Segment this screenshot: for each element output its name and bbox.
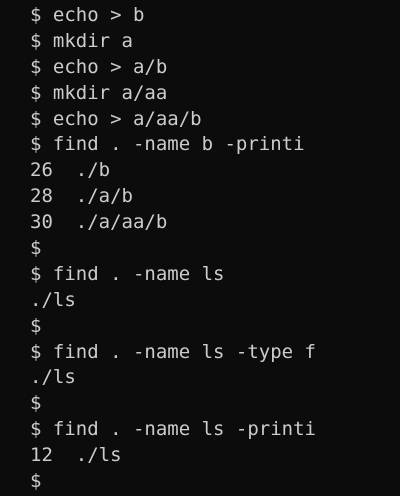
- terminal-line: $ echo > b: [30, 4, 145, 26]
- terminal-current-prompt[interactable]: $: [30, 470, 42, 493]
- terminal-line: $ find . -name ls -type f: [30, 340, 316, 363]
- terminal-output-line: 28 ./a/b: [30, 185, 133, 208]
- terminal-output-line: 12 ./ls: [30, 444, 122, 467]
- terminal-prompt-line: $: [30, 314, 42, 337]
- terminal-line: $ find . -name ls: [30, 262, 225, 285]
- terminal-line: $ find . -name b -printi: [30, 133, 305, 156]
- terminal-line: $ mkdir a: [30, 29, 133, 52]
- terminal-output-line: 30 ./a/aa/b: [30, 211, 168, 234]
- terminal-line: $ echo > a/aa/b: [30, 107, 202, 130]
- terminal-line: $ find . -name ls -printi: [30, 418, 316, 441]
- terminal-line: $ mkdir a/aa: [30, 81, 168, 104]
- terminal-prompt-line: $: [30, 392, 42, 415]
- terminal-prompt-line: $: [30, 237, 42, 260]
- terminal-output-line: ./ls: [30, 366, 76, 389]
- terminal-output-line: ./ls: [30, 288, 76, 311]
- terminal-output-line: 26 ./b: [30, 159, 111, 182]
- terminal-line: $ echo > a/b: [30, 55, 168, 78]
